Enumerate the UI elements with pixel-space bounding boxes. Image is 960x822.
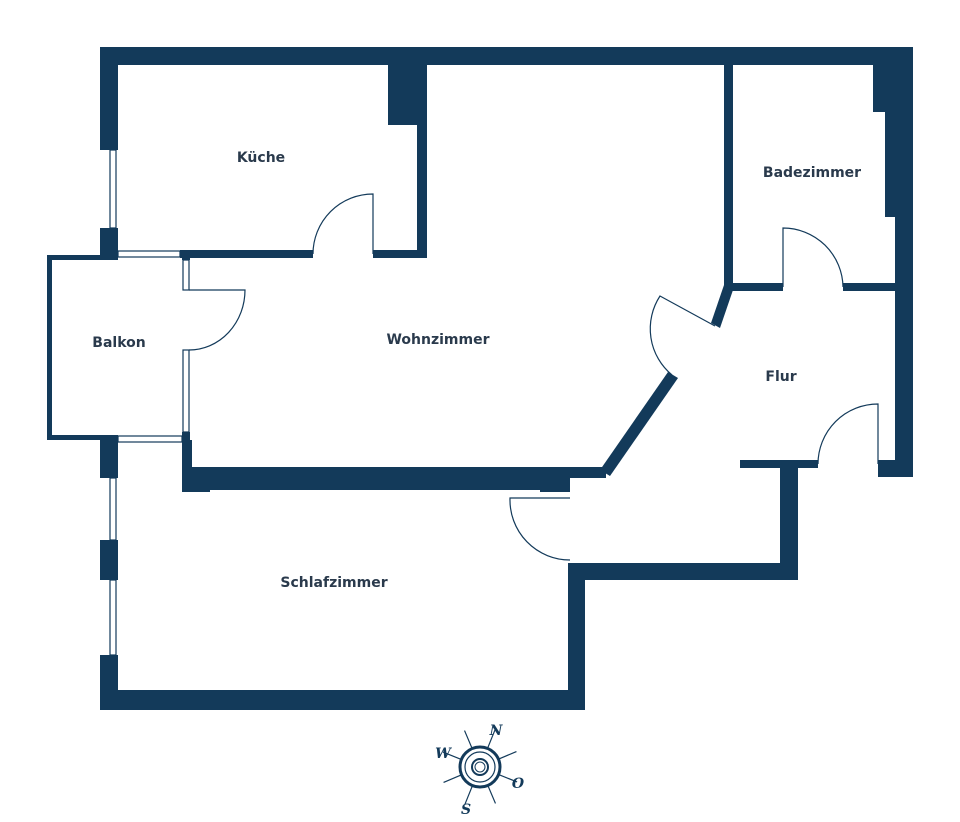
compass-north: N [489, 723, 504, 739]
doors [188, 193, 879, 561]
room-label-flur: Flur [765, 369, 797, 385]
room-label-wohnzimmer: Wohnzimmer [386, 332, 490, 348]
room-label-badezimmer: Badezimmer [762, 165, 862, 181]
windows [109, 149, 190, 656]
room-label-kueche: Küche [236, 150, 286, 166]
room-label-balkon: Balkon [92, 335, 146, 351]
compass-west: W [435, 746, 452, 762]
compass-east: O [512, 776, 525, 792]
compass-icon: N O S W [435, 723, 525, 818]
walls [47, 47, 913, 710]
compass-south: S [461, 802, 471, 818]
room-label-schlafzimmer: Schlafzimmer [280, 575, 388, 591]
